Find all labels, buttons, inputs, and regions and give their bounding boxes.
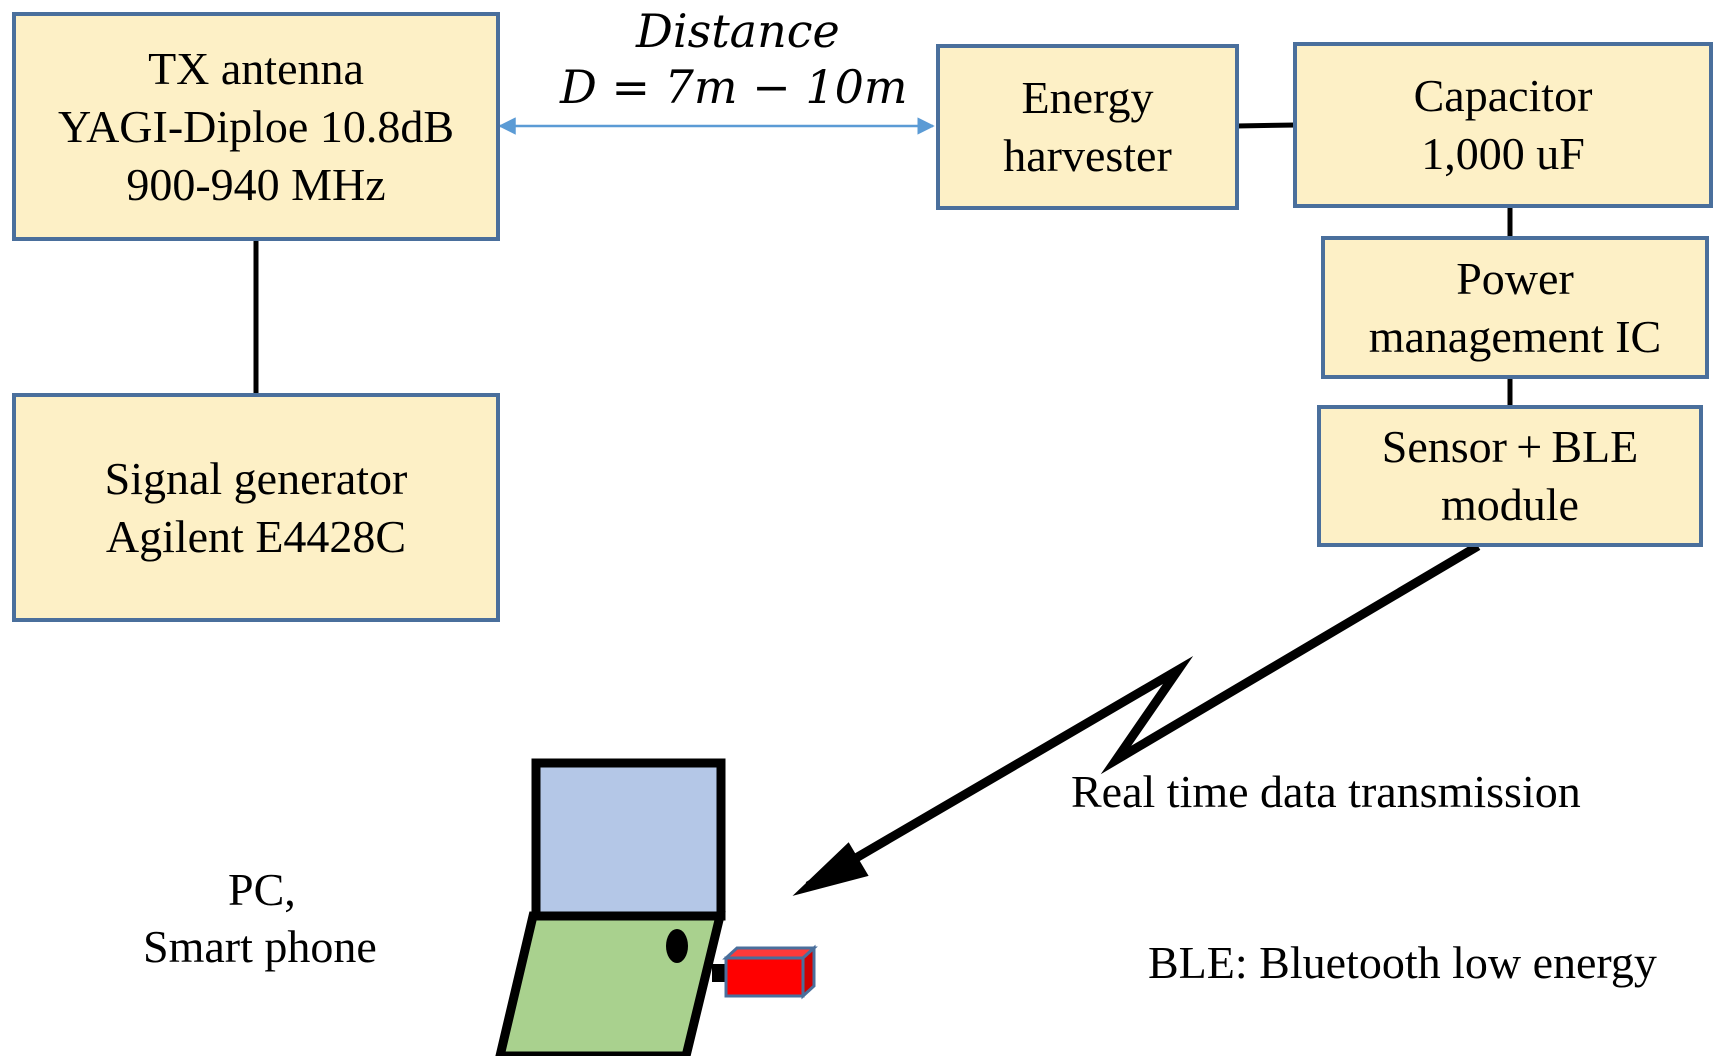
signal-generator-line-2: Agilent E4428C bbox=[105, 510, 407, 562]
capacitor-line-2: 1,000 uF bbox=[1421, 128, 1585, 179]
sensor-ble-module-box: Sensor + BLE module bbox=[1317, 405, 1703, 547]
laptop-screen bbox=[531, 758, 726, 921]
power-management-box: Power management IC bbox=[1321, 236, 1709, 379]
laptop-icon bbox=[495, 758, 726, 1056]
capacitor-line-1: Capacitor bbox=[1413, 70, 1593, 121]
ble-legend: BLE: Bluetooth low energy bbox=[1148, 937, 1657, 988]
laptop-base bbox=[495, 911, 726, 1056]
energy-harvester-box: Energy harvester bbox=[936, 44, 1239, 210]
pc-label-line-2: Smart phone bbox=[143, 921, 377, 972]
distance-formula: D = 7m − 10m bbox=[560, 60, 908, 114]
tx-antenna-line-1: TX antenna bbox=[148, 42, 364, 94]
sensor-module-line-1: Sensor + BLE bbox=[1381, 421, 1639, 472]
power-management-line-1: Power bbox=[1456, 252, 1574, 304]
tx-antenna-box: TX antenna YAGI-Diploe 10.8dB 900-940 MH… bbox=[12, 12, 500, 241]
wireless-link-label: Real time data transmission bbox=[1071, 766, 1581, 817]
capacitor-box: Capacitor 1,000 uF bbox=[1293, 42, 1713, 208]
signal-generator-line-1: Signal generator bbox=[104, 452, 408, 504]
sensor-module-line-2: module bbox=[1441, 479, 1579, 530]
harvester-to-capacitor-connector bbox=[1235, 122, 1297, 129]
energy-harvester-line-1: Energy bbox=[1021, 72, 1154, 123]
usb-dongle-icon bbox=[722, 944, 818, 1000]
signal-generator-box: Signal generator Agilent E4428C bbox=[12, 393, 500, 622]
pc-label-line-1: PC, bbox=[228, 864, 296, 915]
distance-title: Distance bbox=[636, 4, 840, 58]
power-management-line-2: management IC bbox=[1368, 310, 1662, 362]
trackpad-dot bbox=[666, 929, 688, 963]
usb-connector bbox=[712, 964, 726, 982]
tx-antenna-line-2: YAGI-Diploe 10.8dB bbox=[57, 100, 455, 152]
tx-antenna-line-3: 900-940 MHz bbox=[126, 158, 386, 210]
lightning-arrow-icon bbox=[792, 542, 1481, 896]
energy-harvester-line-2: harvester bbox=[1003, 130, 1172, 181]
